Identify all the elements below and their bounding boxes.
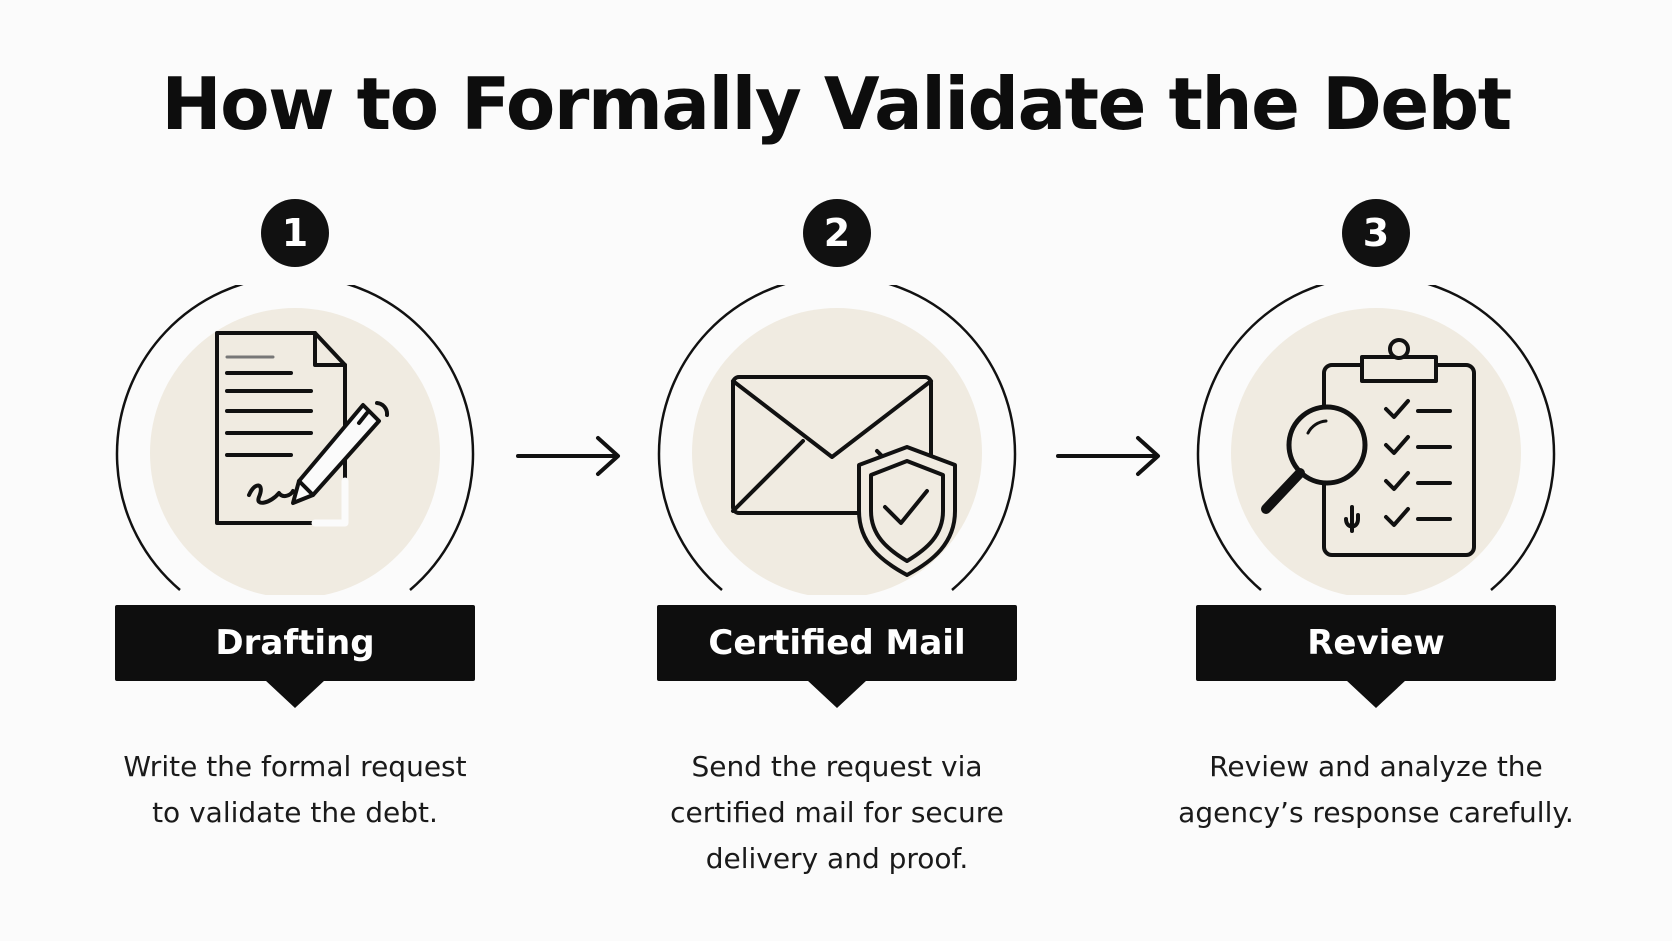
beige-circle [150, 308, 440, 595]
outline-ring [115, 285, 475, 591]
step-illustration [1196, 285, 1556, 595]
step-number-badge: 3 [1342, 199, 1410, 267]
step-number-badge: 1 [261, 199, 329, 267]
step-review: 3 Review [1178, 0, 1574, 941]
banner-pointer [807, 680, 867, 708]
step-drafting: 1 Drafting Write t [115, 0, 475, 941]
arrow-right-icon [516, 434, 626, 478]
beige-circle [1231, 308, 1521, 595]
page-title: How to Formally Validate the Debt [161, 62, 1512, 146]
step-illustration [115, 285, 475, 595]
outline-ring [1196, 285, 1556, 591]
outline-ring [657, 285, 1017, 591]
envelope-shield-icon [731, 375, 957, 577]
step-illustration [657, 285, 1017, 595]
step-label-banner: Review [1196, 605, 1556, 681]
banner-pointer [265, 680, 325, 708]
step-label-banner: Certified Mail [657, 605, 1017, 681]
step-description: Review and analyze the agency’s response… [1178, 750, 1574, 829]
step-description: Send the request via certified mail for … [670, 750, 1004, 875]
clipboard-magnifier-icon [1261, 338, 1476, 557]
step-label-banner: Drafting [115, 605, 475, 681]
document-pen-icon [215, 331, 390, 527]
arrow-right-icon [1056, 434, 1166, 478]
step-description: Write the formal request to validate the… [123, 750, 467, 829]
step-certified-mail: 2 Certified Mail Send the request via ce… [657, 0, 1017, 941]
banner-pointer [1346, 680, 1406, 708]
step-number-badge: 2 [803, 199, 871, 267]
